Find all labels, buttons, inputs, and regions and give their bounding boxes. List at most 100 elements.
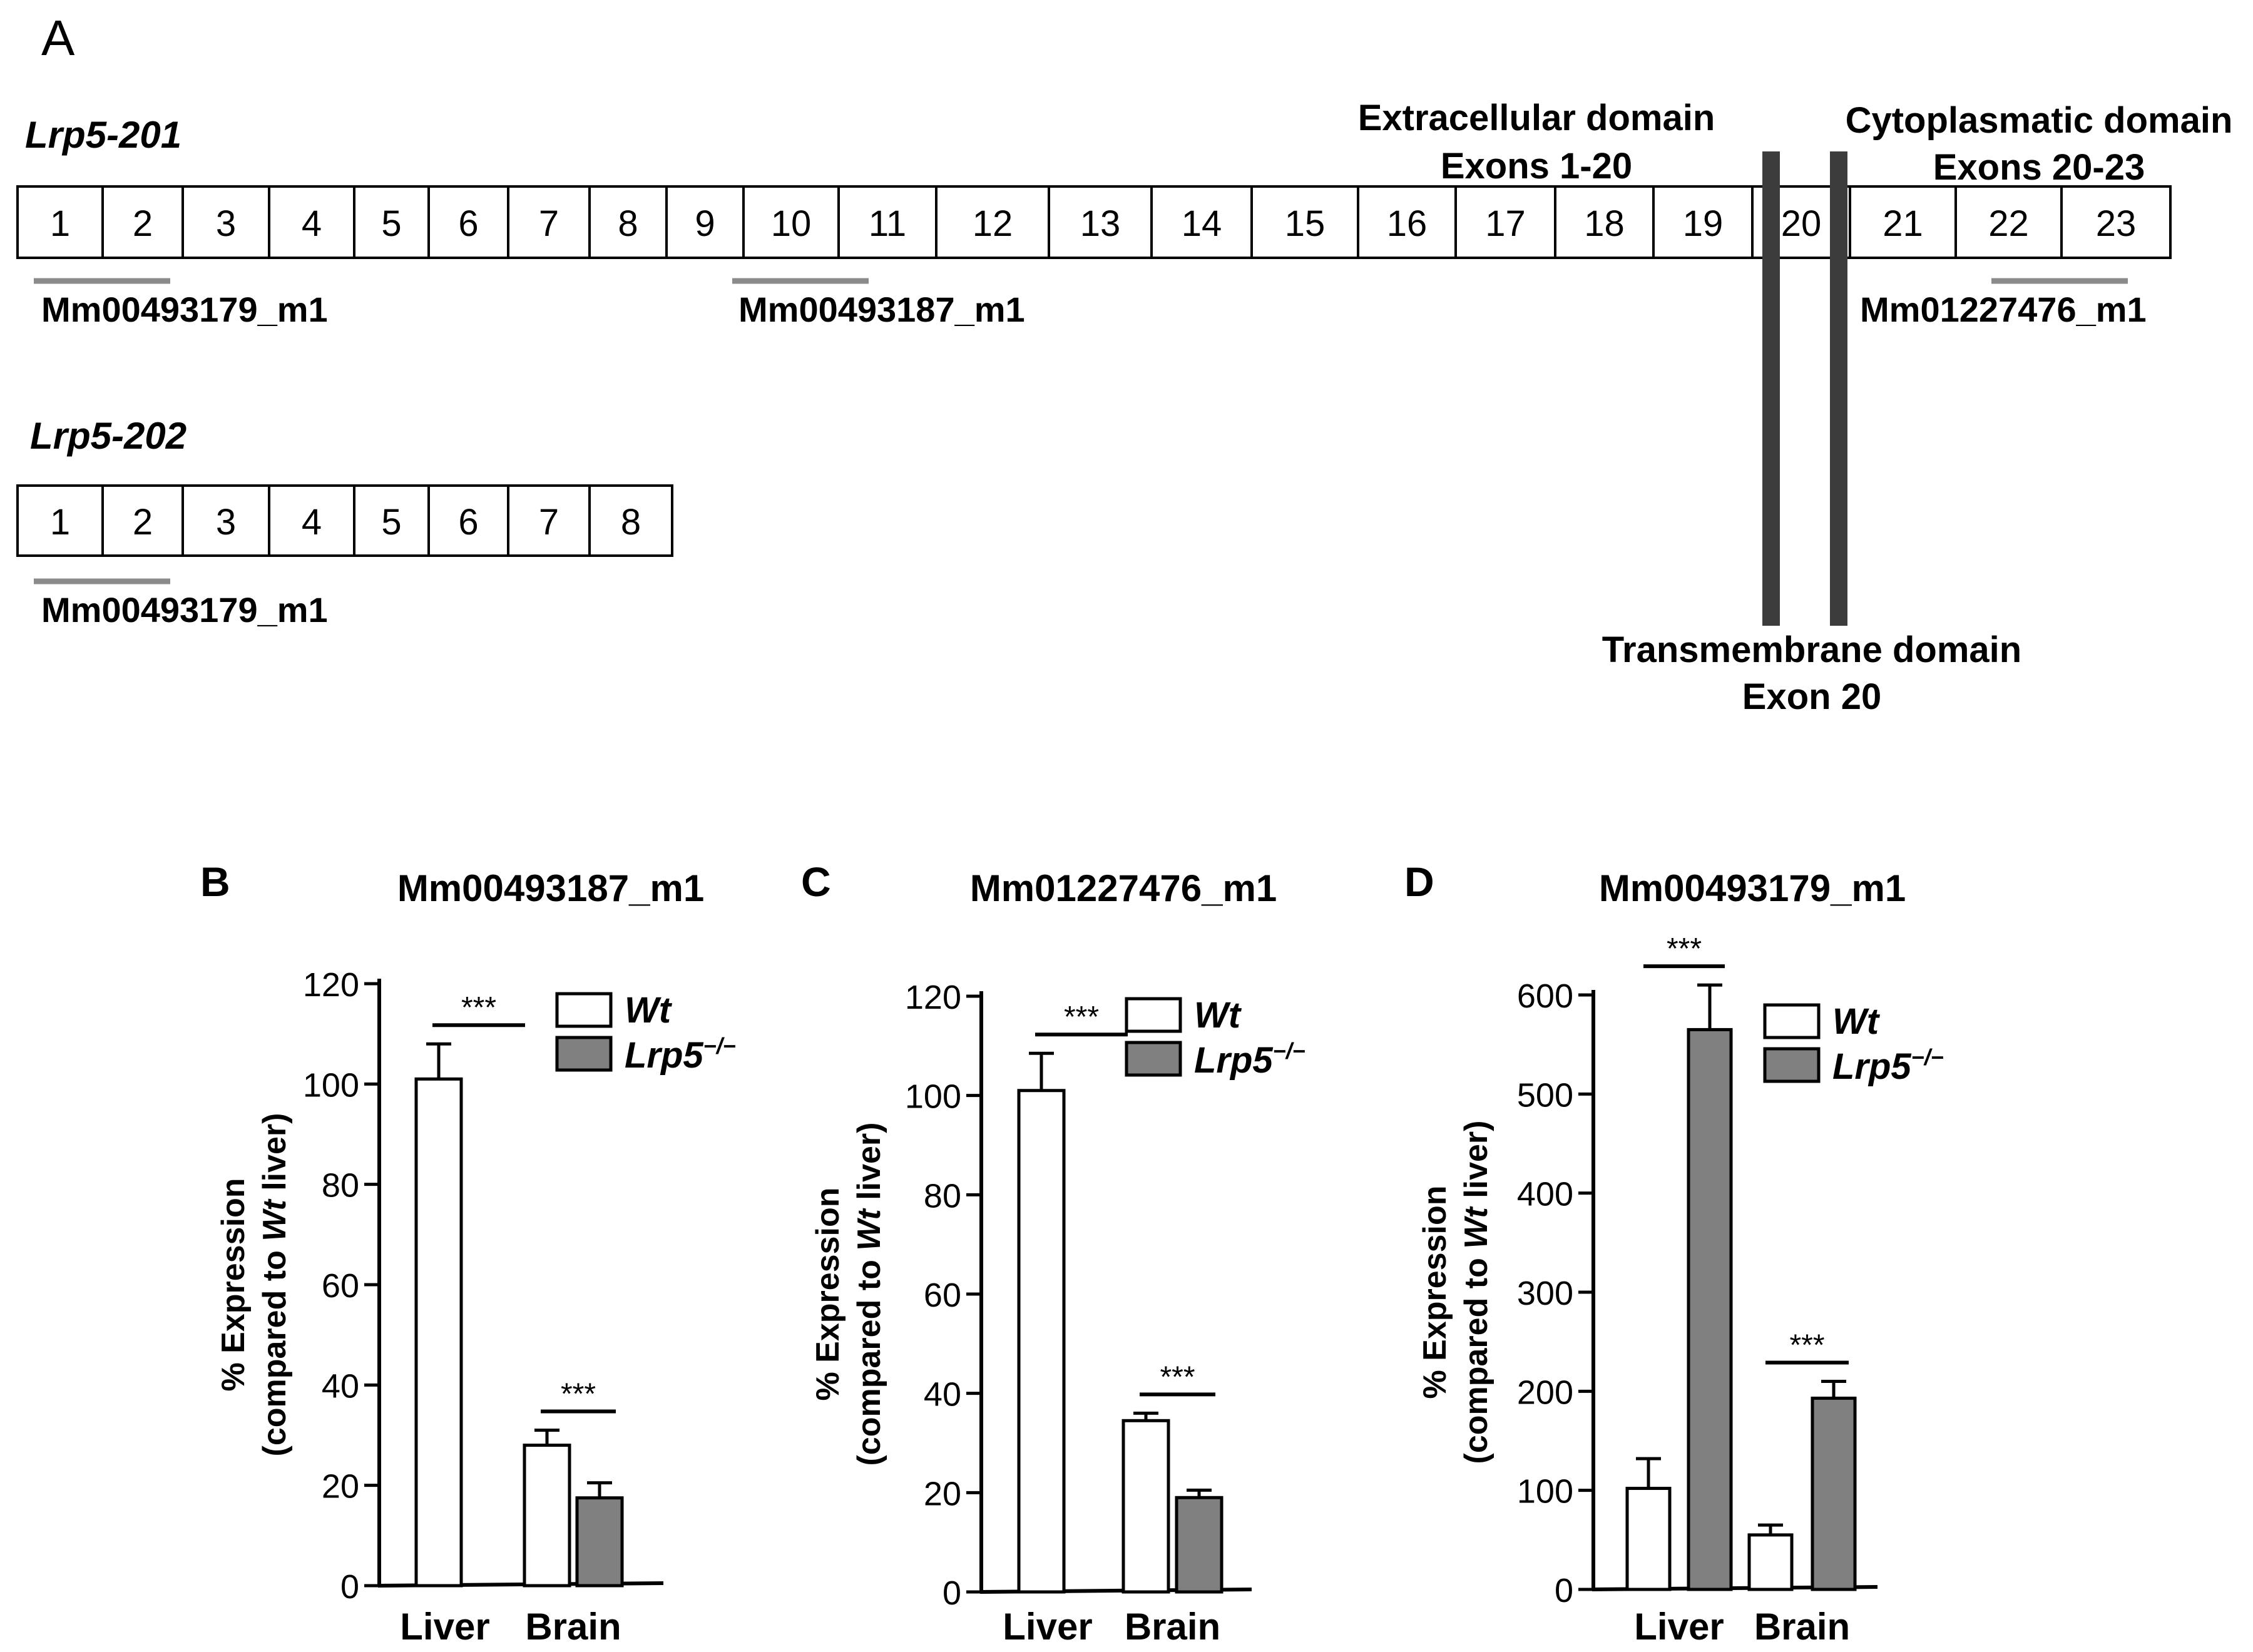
category-label-brain: Brain [525, 1606, 621, 1648]
legend-label-ko-sup: −/− [703, 1033, 736, 1059]
exon-202-exon-1: 1 [50, 502, 70, 543]
ko-bar-brain [1175, 1496, 1224, 1594]
transmembrane-bar-right [1830, 151, 1847, 626]
y-axis-label-line2-post: liver) [257, 1113, 293, 1200]
significance-stars: *** [1789, 1329, 1824, 1362]
category-label-brain: Brain [1125, 1606, 1220, 1648]
legend-label-ko: Lrp5−/− [1194, 1038, 1305, 1081]
y-tick-label: 120 [905, 979, 961, 1016]
legend-label-wt: Wt [1832, 1001, 1881, 1042]
y-axis-label-line1: % Expression [810, 1187, 846, 1400]
y-tick-label: 0 [1555, 1572, 1573, 1609]
transmembrane-exon-label: Exon 20 [1742, 676, 1881, 717]
legend-label-ko-sup: −/− [1911, 1044, 1944, 1070]
chart-title: Mm00493179_m1 [1599, 867, 1906, 909]
y-axis-label-line2-pre: (compared to [257, 1242, 293, 1457]
y-tick-label: 100 [1517, 1473, 1573, 1511]
y-tick-label: 80 [924, 1177, 961, 1215]
exon-201-exon-11: 11 [869, 203, 906, 244]
exon-201-exon-9: 9 [695, 203, 715, 244]
wt-bar-liver [414, 1077, 463, 1588]
y-axis-label-line2-pre: (compared to [1458, 1249, 1494, 1464]
transcript-202-name: Lrp5-202 [30, 415, 186, 457]
legend-swatch-ko [555, 1036, 613, 1072]
y-tick-label: 200 [1517, 1374, 1573, 1411]
exon-201-exon-7: 7 [539, 203, 559, 244]
y-axis-label-line2-post: liver) [851, 1123, 887, 1210]
exon-201-exon-3: 3 [216, 203, 236, 244]
legend-swatch-wt [1763, 1003, 1821, 1039]
cytoplasmatic-domain-label: Cytoplasmatic domain [1846, 100, 2233, 141]
legend-label-ko-main: Lrp5 [625, 1035, 703, 1076]
transcript-201-name: Lrp5-201 [25, 114, 181, 156]
y-axis-label: % Expression(compared to Wt liver) [810, 1123, 887, 1466]
exon-201-exon-19: 19 [1683, 203, 1724, 244]
y-tick-label: 40 [322, 1367, 359, 1405]
exon-201-exon-2: 2 [133, 203, 153, 244]
y-axis-label-line2: (compared to Wt liver) [1458, 1121, 1494, 1464]
y-tick-label: 300 [1517, 1275, 1573, 1312]
y-axis-label-line1: % Expression [1417, 1185, 1453, 1399]
significance-stars: *** [461, 991, 496, 1024]
chart-title: Mm00493187_m1 [397, 867, 704, 909]
ko-bar-brain [1811, 1396, 1857, 1591]
significance-stars: *** [561, 1377, 596, 1410]
probe-label-202-a: Mm00493179_m1 [41, 590, 328, 630]
y-tick-label: 80 [322, 1167, 359, 1205]
exon-202-exon-6: 6 [458, 502, 478, 543]
y-axis-label-line2-post: liver) [1458, 1121, 1494, 1208]
y-tick-label: 0 [943, 1574, 961, 1612]
y-tick-label: 100 [905, 1078, 961, 1116]
exon-201-exon-20: 20 [1781, 203, 1822, 244]
extracellular-exons-label: Exons 1-20 [1441, 146, 1632, 186]
significance-stars: *** [1667, 932, 1702, 966]
transmembrane-domain-label: Transmembrane domain [1602, 630, 2021, 670]
panel-letter-b: B [200, 859, 230, 905]
legend-label-ko-main: Lrp5 [1832, 1046, 1911, 1087]
y-tick-label: 60 [924, 1277, 961, 1314]
exon-201-exon-5: 5 [381, 203, 401, 244]
legend-swatch-ko [1125, 1041, 1182, 1077]
exon-201-exon-22: 22 [1988, 203, 2029, 244]
exon-202-exon-4: 4 [302, 502, 322, 543]
exon-201-exon-8: 8 [618, 203, 638, 244]
exon-201-exon-23: 23 [2096, 203, 2137, 244]
y-axis-label-line2: (compared to Wt liver) [257, 1113, 293, 1457]
exon-202-exon-3: 3 [216, 502, 236, 543]
ko-bar-liver [1687, 1027, 1733, 1591]
y-tick-label: 20 [322, 1468, 359, 1506]
y-tick-label: 20 [924, 1475, 961, 1512]
exon-201-exon-18: 18 [1584, 203, 1625, 244]
cytoplasmatic-exons-label: Exons 20-23 [1933, 147, 2145, 188]
wt-bar-brain [1747, 1533, 1794, 1591]
ko-bar-brain [575, 1496, 624, 1588]
y-tick-label: 120 [303, 966, 359, 1004]
panel-letter-d: D [1404, 859, 1434, 905]
y-axis-label-line1: % Expression [215, 1178, 252, 1391]
category-label-liver: Liver [1634, 1606, 1724, 1648]
y-tick-label: 0 [340, 1568, 359, 1606]
panel-letter-a: A [41, 10, 75, 66]
legend-swatch-ko [1763, 1047, 1821, 1083]
exon-201-exon-17: 17 [1485, 203, 1526, 244]
y-tick-label: 600 [1517, 977, 1573, 1015]
y-axis-label-line2-em: Wt [257, 1198, 293, 1242]
wt-bar-liver [1017, 1089, 1066, 1594]
y-axis-label-line2-em: Wt [1458, 1206, 1494, 1249]
exon-201-exon-13: 13 [1080, 203, 1121, 244]
exon-201-exon-16: 16 [1387, 203, 1428, 244]
legend-label-wt: Wt [625, 990, 673, 1031]
wt-bar-liver [1625, 1487, 1672, 1591]
exon-201-exon-21: 21 [1883, 203, 1923, 244]
y-tick-label: 40 [924, 1376, 961, 1414]
exon-202-outline [16, 484, 673, 557]
exon-201-exon-14: 14 [1182, 203, 1222, 244]
exon-202-exon-7: 7 [539, 502, 559, 543]
y-tick-label: 500 [1517, 1076, 1573, 1114]
exon-201-exon-10: 10 [771, 203, 812, 244]
legend-swatch-wt [555, 992, 613, 1028]
